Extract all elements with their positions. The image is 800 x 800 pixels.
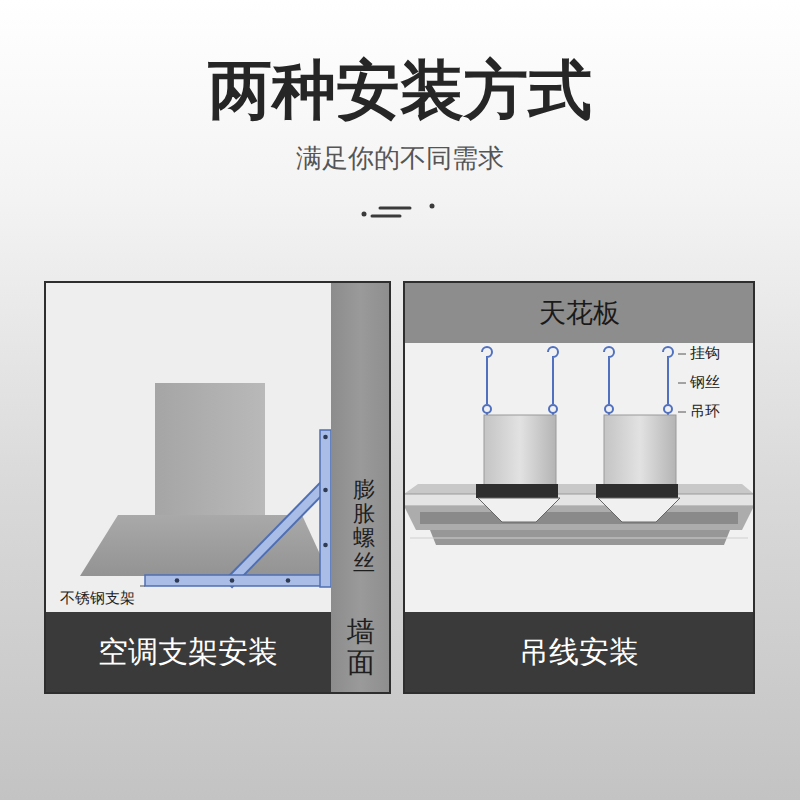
part-label: 钢丝 [690, 373, 720, 391]
range-hood [80, 383, 330, 576]
hanging-hood [404, 415, 754, 545]
node-text: 空调支架安装 [98, 632, 278, 673]
node-text: 天花板 [539, 295, 620, 331]
node-text: 吊线安装 [519, 632, 639, 673]
caption-band: 空调支架安装 [45, 612, 331, 693]
wall-bracket [145, 430, 331, 587]
page-title: 两种安装方式 [0, 52, 800, 129]
leader-line [140, 586, 145, 587]
part-label: 吊环 [690, 402, 720, 420]
part-label: 膨胀螺丝 [353, 478, 375, 575]
hanging-wires [482, 347, 686, 416]
node-text: 墙面 [347, 617, 375, 679]
caption-band: 吊线安装 [404, 612, 754, 693]
part-label: 挂钩 [690, 344, 720, 362]
part-label: 不锈钢支架 [60, 589, 135, 607]
decor-mark [362, 204, 435, 217]
subtitle: 满足你的不同需求 [0, 143, 800, 174]
ceiling-band: 天花板 [404, 282, 754, 343]
